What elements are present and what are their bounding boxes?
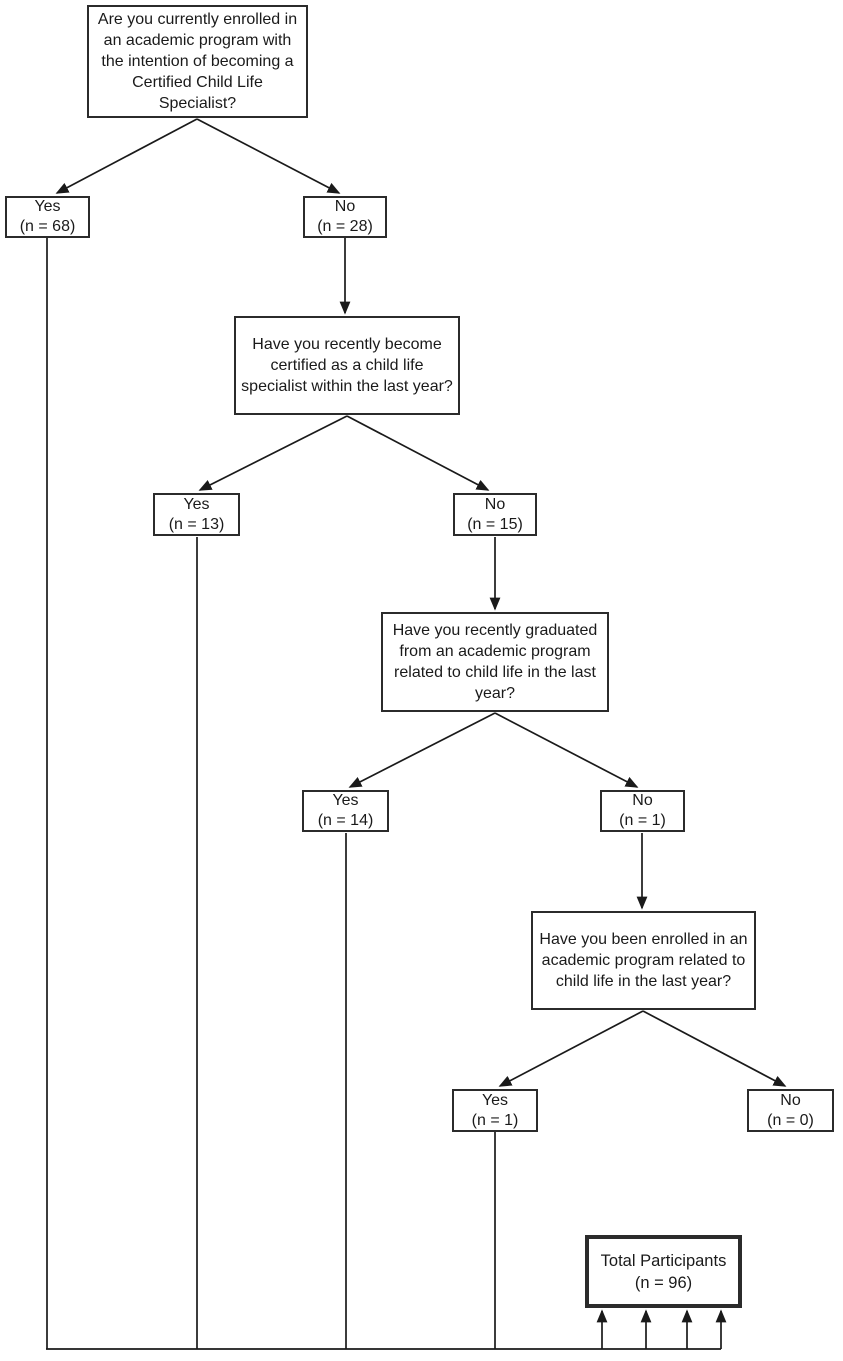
- answer-count: (n = 28): [317, 218, 373, 235]
- answer-label: No: [780, 1091, 801, 1109]
- answer-label: Yes: [481, 1091, 509, 1109]
- question-text: Have you recently graduated from an acad…: [392, 622, 598, 702]
- total-count: (n = 96): [634, 1273, 693, 1292]
- question-box-recently-certified: Have you recently become certified as a …: [234, 316, 460, 415]
- answer-label: Yes: [332, 792, 359, 809]
- question-text: Have you been enrolled in an academic pr…: [539, 931, 748, 990]
- answer-count: (n = 1): [471, 1111, 519, 1129]
- question-box-recently-graduated: Have you recently graduated from an acad…: [381, 612, 609, 712]
- answer-box-q4-yes: Yes (n = 1): [452, 1089, 538, 1132]
- answer-label: No: [484, 495, 506, 513]
- question-box-currently-enrolled: Are you currently enrolled in an academi…: [87, 5, 308, 118]
- answer-label: Yes: [34, 198, 61, 215]
- answer-count: (n = 1): [619, 812, 666, 829]
- answer-count: (n = 14): [317, 812, 374, 829]
- answer-box-q2-no: No (n = 15): [453, 493, 537, 536]
- question-text: Are you currently enrolled in an academi…: [97, 11, 298, 112]
- answer-label: No: [334, 198, 356, 215]
- answer-count: (n = 13): [168, 515, 225, 533]
- answer-label: Yes: [183, 495, 210, 513]
- answer-box-q3-no: No (n = 1): [600, 790, 685, 832]
- connector-lines: [46, 118, 787, 1350]
- answer-box-q1-no: No (n = 28): [303, 196, 387, 238]
- question-text: Have you recently become certified as a …: [241, 336, 453, 395]
- answer-count: (n = 0): [767, 1111, 814, 1129]
- answer-box-q3-yes: Yes (n = 14): [302, 790, 389, 832]
- answer-box-q4-no: No (n = 0): [747, 1089, 834, 1132]
- answer-box-q1-yes: Yes (n = 68): [5, 196, 90, 238]
- question-box-been-enrolled: Have you been enrolled in an academic pr…: [531, 911, 756, 1010]
- answer-label: No: [632, 792, 653, 809]
- answer-count: (n = 15): [467, 515, 523, 533]
- answer-count: (n = 68): [19, 218, 76, 235]
- total-participants-box: Total Participants (n = 96): [585, 1235, 742, 1308]
- total-label: Total Participants: [600, 1251, 727, 1270]
- answer-box-q2-yes: Yes (n = 13): [153, 493, 240, 536]
